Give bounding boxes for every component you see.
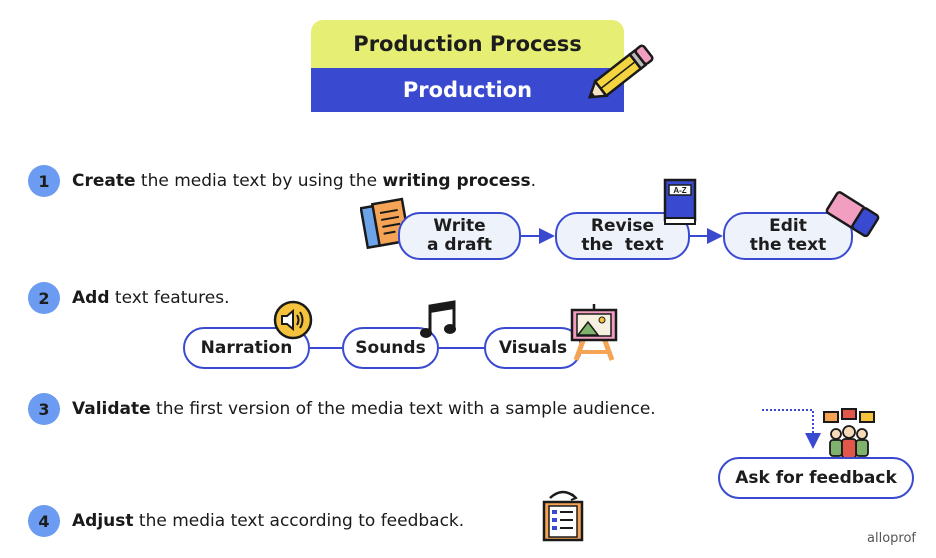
step-2-text: Add text features.	[72, 288, 230, 308]
title-top-text: Production Process	[353, 32, 582, 56]
pill-ask-feedback: Ask for feedback	[718, 457, 914, 499]
step-3-text: Validate the first version of the media …	[72, 399, 656, 419]
title-bottom-text: Production	[402, 78, 533, 102]
edit-text-line2: the text	[749, 235, 827, 255]
pill-visuals: Visuals	[484, 327, 582, 369]
ask-feedback-label: Ask for feedback	[735, 467, 897, 488]
audience-icon	[823, 408, 875, 459]
step-2-verb: Add	[72, 288, 110, 308]
step-1-number: 1	[28, 165, 60, 197]
checklist-icon	[542, 490, 584, 542]
music-note-icon	[420, 300, 456, 338]
step-1-verb: Create	[72, 171, 136, 191]
narration-label: Narration	[200, 337, 293, 358]
visuals-label: Visuals	[498, 337, 568, 358]
easel-icon	[570, 304, 618, 361]
step-4-number: 4	[28, 505, 60, 537]
pencil-icon	[587, 44, 654, 99]
dictionary-icon: A-Z	[663, 178, 697, 225]
step-4-number-text: 4	[38, 511, 50, 531]
pill-edit-text: Edit the text	[723, 212, 853, 260]
step-4-text: Adjust the media text according to feedb…	[72, 511, 464, 531]
step-4-verb: Adjust	[72, 511, 134, 531]
step-1-middle: the media text by using the	[135, 171, 383, 191]
write-draft-line1: Write	[433, 216, 486, 236]
speaker-icon	[273, 300, 313, 340]
pill-revise-text: Revise the text	[555, 212, 690, 260]
eraser-icon	[825, 191, 880, 238]
step-1-number-text: 1	[38, 171, 50, 191]
brand-logo-text: alloprof	[867, 531, 916, 546]
step-2-number-text: 2	[38, 288, 50, 308]
step-1-text: Create the media text by using the writi…	[72, 171, 536, 191]
sounds-label: Sounds	[355, 337, 426, 358]
step-1-end: .	[530, 171, 536, 191]
title-top: Production Process	[311, 20, 624, 68]
pill-sounds: Sounds	[342, 327, 439, 369]
pill-write-draft: Write a draft	[398, 212, 521, 260]
step-4-rest: the media text according to feedback.	[133, 511, 465, 531]
step-2-number: 2	[28, 282, 60, 314]
step-3-rest: the first version of the media text with…	[150, 399, 656, 419]
step-3-number: 3	[28, 393, 60, 425]
write-draft-line2: a draft	[427, 235, 492, 255]
title-bottom: Production	[311, 68, 624, 112]
step-2-rest: text features.	[109, 288, 230, 308]
revise-text-line2: the text	[581, 235, 664, 255]
step-3-number-text: 3	[38, 399, 50, 419]
revise-text-line1: Revise	[590, 216, 655, 236]
dictionary-label: A-Z	[673, 186, 686, 195]
dotted-arrow-feedback	[762, 409, 821, 449]
edit-text-line1: Edit	[769, 216, 807, 236]
step-3-verb: Validate	[72, 399, 151, 419]
step-1-writing-process: writing process	[382, 171, 531, 191]
